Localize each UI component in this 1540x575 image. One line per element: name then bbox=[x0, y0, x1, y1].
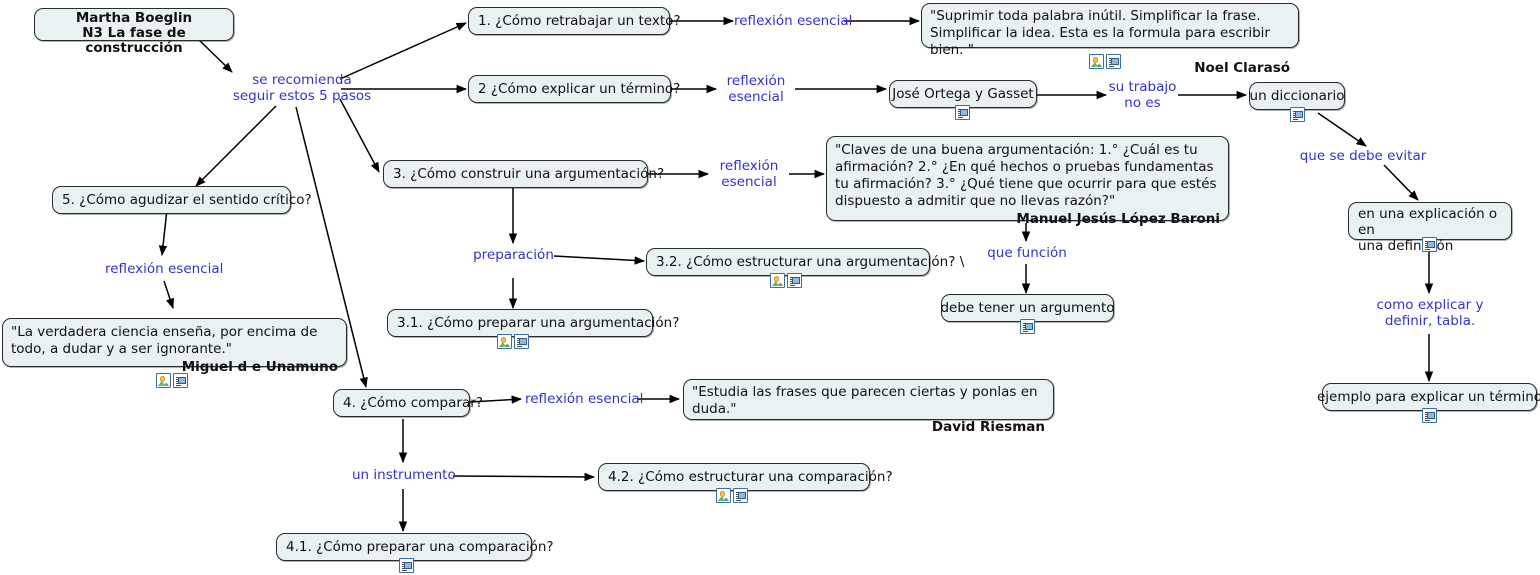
link-label: un instrumento bbox=[352, 467, 456, 483]
link-como-explicar-y-definir-tabla[interactable]: como explicar y definir, tabla. bbox=[1366, 297, 1494, 329]
node-2-explicar-termino[interactable]: 2 ¿Cómo explicar un término? bbox=[468, 75, 680, 103]
link-label: que se debe evitar bbox=[1299, 148, 1427, 164]
link-preparacion[interactable]: preparación bbox=[473, 247, 554, 263]
node-argumento-label: debe tener un argumento bbox=[940, 300, 1115, 316]
node-icons-3-2 bbox=[770, 273, 802, 288]
node-explicacion-line1: en una explicación o en bbox=[1358, 206, 1498, 238]
quote-author: Manuel Jesús López Baroni bbox=[1016, 211, 1220, 227]
link-label: reflexión esencial bbox=[525, 391, 644, 407]
quote-body: "La verdadera ciencia enseña, por encima… bbox=[11, 324, 318, 357]
link-label: que función bbox=[987, 245, 1067, 261]
node-ortega-label: José Ortega y Gasset bbox=[892, 86, 1034, 102]
link-line1: reflexión bbox=[726, 73, 786, 89]
node-root-martha-boeglin[interactable]: Martha Boeglin N3 La fase de construcció… bbox=[34, 8, 234, 56]
node-icons-ejemplo bbox=[1422, 408, 1437, 423]
link-label: preparación bbox=[473, 247, 554, 263]
quote-author: David Riesman bbox=[931, 419, 1045, 435]
quote-body: "Estudia las frases que parecen ciertas … bbox=[692, 384, 1038, 417]
node-icons-explicacion bbox=[1422, 237, 1437, 252]
link-reflexion-esencial-1[interactable]: reflexión esencial bbox=[734, 13, 852, 29]
node-icons-diccionario bbox=[1290, 107, 1305, 122]
document-resource-icon[interactable] bbox=[514, 334, 529, 349]
link-label: reflexión esencial bbox=[105, 261, 224, 277]
quote-body: "Claves de una buena argumentación: 1.° … bbox=[835, 142, 1217, 209]
node-4-2-label: 4.2. ¿Cómo estructurar una comparación? bbox=[608, 469, 893, 485]
node-4-1-label: 4.1. ¿Cómo preparar una comparación? bbox=[286, 539, 554, 555]
picture-resource-icon[interactable] bbox=[156, 373, 171, 388]
node-3-2-label: 3.2. ¿Cómo estructurar una argumentación… bbox=[656, 254, 965, 270]
node-icons-quote-unamuno bbox=[156, 373, 188, 388]
node-icons-quote-claraso bbox=[1089, 54, 1121, 69]
link-que-funcion[interactable]: que función bbox=[987, 245, 1067, 261]
node-explicacion-o-definicion[interactable]: en una explicación o en una definición bbox=[1348, 202, 1512, 254]
link-reflexion-esencial-3[interactable]: reflexión esencial bbox=[709, 158, 789, 190]
node-3-1-label: 3.1. ¿Cómo preparar una argumentación? bbox=[397, 315, 680, 331]
document-resource-icon[interactable] bbox=[399, 558, 414, 573]
node-ejemplo-label: ejemplo para explicar un término bbox=[1316, 389, 1540, 405]
link-su-trabajo-no-es[interactable]: su trabajo no es bbox=[1106, 79, 1179, 111]
link-line1: reflexión bbox=[719, 158, 779, 174]
quote-body: "Suprimir toda palabra inútil. Simplific… bbox=[930, 8, 1270, 58]
document-resource-icon[interactable] bbox=[955, 105, 970, 120]
link-reflexion-esencial-4[interactable]: reflexión esencial bbox=[525, 391, 643, 407]
link-line1: su trabajo bbox=[1108, 79, 1177, 95]
link-line2: definir, tabla. bbox=[1384, 313, 1476, 329]
node-quote-manuel-jesus-lopez-baroni[interactable]: "Claves de una buena argumentación: 1.° … bbox=[826, 136, 1229, 227]
node-ejemplo-explicar-termino[interactable]: ejemplo para explicar un término bbox=[1317, 383, 1540, 411]
node-diccionario-label: un diccionario bbox=[1249, 88, 1345, 104]
node-3-1-preparar-argumentacion[interactable]: 3.1. ¿Cómo preparar una argumentación? bbox=[387, 309, 679, 337]
picture-resource-icon[interactable] bbox=[770, 273, 785, 288]
link-un-instrumento[interactable]: un instrumento bbox=[352, 467, 456, 483]
picture-resource-icon[interactable] bbox=[497, 334, 512, 349]
link-reflexion-esencial-5[interactable]: reflexión esencial bbox=[105, 261, 223, 277]
node-5-label: 5. ¿Cómo agudizar el sentido crítico? bbox=[62, 192, 312, 208]
document-resource-icon[interactable] bbox=[1106, 54, 1121, 69]
document-resource-icon[interactable] bbox=[173, 373, 188, 388]
node-4-como-comparar[interactable]: 4. ¿Cómo comparar? bbox=[333, 389, 483, 417]
node-4-1-preparar-comparacion[interactable]: 4.1. ¿Cómo preparar una comparación? bbox=[276, 533, 554, 561]
node-icons-3-1 bbox=[497, 334, 529, 349]
quote-author: Miguel d e Unamuno bbox=[181, 359, 338, 375]
link-line2: esencial bbox=[721, 174, 777, 190]
node-un-diccionario[interactable]: un diccionario bbox=[1249, 82, 1345, 110]
node-1-retrabajar-texto[interactable]: 1. ¿Cómo retrabajar un texto? bbox=[468, 7, 681, 35]
node-jose-ortega-y-gasset[interactable]: José Ortega y Gasset bbox=[889, 80, 1037, 108]
picture-resource-icon[interactable] bbox=[1089, 54, 1104, 69]
node-3-2-estructurar-argumentacion[interactable]: 3.2. ¿Cómo estructurar una argumentación… bbox=[646, 248, 964, 276]
node-quote-miguel-de-unamuno[interactable]: "La verdadera ciencia enseña, por encima… bbox=[2, 318, 347, 375]
link-line2: seguir estos 5 pasos bbox=[232, 88, 372, 104]
node-3-label: 3. ¿Cómo construir una argumentación? bbox=[393, 166, 665, 182]
node-5-agudizar-sentido-critico[interactable]: 5. ¿Cómo agudizar el sentido crítico? bbox=[52, 186, 312, 214]
link-line2: esencial bbox=[728, 89, 784, 105]
link-que-se-debe-evitar[interactable]: que se debe evitar bbox=[1299, 148, 1427, 164]
node-root-line2: N3 La fase de construcción bbox=[82, 25, 186, 56]
document-resource-icon[interactable] bbox=[1422, 408, 1437, 423]
node-icons-argumento bbox=[1020, 319, 1035, 334]
node-debe-tener-un-argumento[interactable]: debe tener un argumento bbox=[940, 294, 1115, 322]
node-2-label: 2 ¿Cómo explicar un término? bbox=[478, 81, 681, 97]
node-4-2-estructurar-comparacion[interactable]: 4.2. ¿Cómo estructurar una comparación? bbox=[598, 463, 893, 491]
link-label: reflexión esencial bbox=[734, 13, 853, 29]
node-root-line1: Martha Boeglin bbox=[75, 10, 193, 26]
node-1-label: 1. ¿Cómo retrabajar un texto? bbox=[478, 13, 681, 29]
node-4-label: 4. ¿Cómo comparar? bbox=[343, 395, 483, 411]
node-icons-4-2 bbox=[716, 488, 748, 503]
quote-author: Noel Clarasó bbox=[1194, 60, 1290, 76]
node-icons-ortega bbox=[955, 105, 970, 120]
link-line1: como explicar y bbox=[1376, 297, 1484, 313]
document-resource-icon[interactable] bbox=[1020, 319, 1035, 334]
document-resource-icon[interactable] bbox=[733, 488, 748, 503]
node-quote-david-riesman[interactable]: "Estudia las frases que parecen ciertas … bbox=[683, 379, 1054, 435]
link-se-recomienda-seguir-5-pasos[interactable]: se recomienda seguir estos 5 pasos bbox=[222, 72, 382, 104]
node-icons-4-1 bbox=[399, 558, 414, 573]
node-3-construir-argumentacion[interactable]: 3. ¿Cómo construir una argumentación? bbox=[383, 160, 664, 188]
link-reflexion-esencial-2[interactable]: reflexión esencial bbox=[716, 73, 796, 105]
picture-resource-icon[interactable] bbox=[716, 488, 731, 503]
node-quote-noel-claraso[interactable]: "Suprimir toda palabra inútil. Simplific… bbox=[921, 3, 1299, 76]
document-resource-icon[interactable] bbox=[787, 273, 802, 288]
link-line1: se recomienda bbox=[252, 72, 352, 88]
document-resource-icon[interactable] bbox=[1422, 237, 1437, 252]
link-line2: no es bbox=[1124, 95, 1161, 111]
document-resource-icon[interactable] bbox=[1290, 107, 1305, 122]
